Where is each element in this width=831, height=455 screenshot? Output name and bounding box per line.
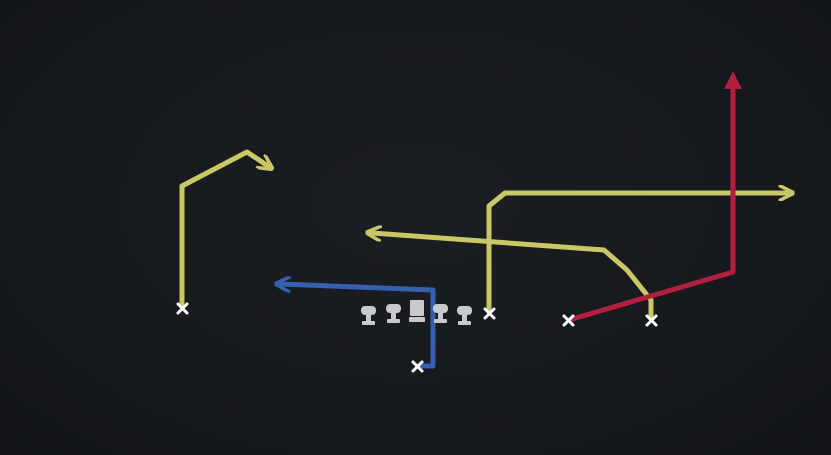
- route-wr-slot: [566, 71, 742, 323]
- player-wr-right-x-icon: [645, 314, 658, 327]
- route-te: [486, 193, 788, 313]
- route-wr-right: [372, 233, 654, 321]
- player-wr-slot-x-icon: [562, 314, 575, 327]
- offensive-line: [361, 300, 472, 325]
- player-wr-left-x-icon: [176, 302, 189, 315]
- lineman-tee-icon: [361, 306, 376, 325]
- center-square-icon: [409, 300, 425, 322]
- route-wr-left: [179, 149, 268, 308]
- player-rb-x-icon: [411, 360, 424, 373]
- lineman-tee-icon: [433, 304, 448, 323]
- route-rb: [281, 284, 436, 369]
- lineman-tee-icon: [457, 306, 472, 325]
- player-te-x-icon: [483, 307, 496, 320]
- lineman-tee-icon: [386, 304, 401, 323]
